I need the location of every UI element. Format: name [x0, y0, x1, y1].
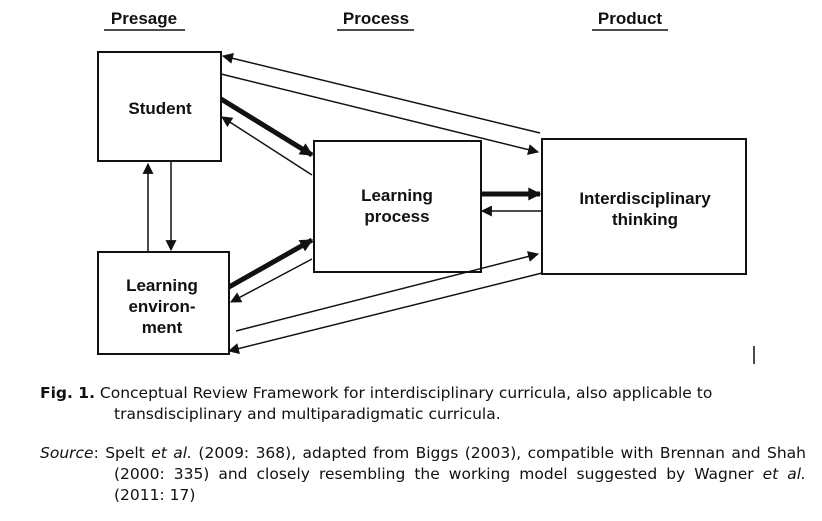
source-note: Source: Spelt et al. (2009: 368), adapte… [40, 443, 806, 506]
learning-environment-box: Learning environ- ment [97, 251, 230, 355]
column-heading-presage: Presage [104, 9, 185, 31]
svg-text:Presage: Presage [111, 9, 177, 28]
source-text-b: et al. [151, 444, 193, 462]
arrow-student-to-process [219, 96, 314, 158]
source-text-d: et al. [762, 465, 806, 483]
figure-caption: Fig. 1. Conceptual Review Framework for … [40, 383, 806, 425]
svg-text:Learning: Learning [126, 276, 198, 295]
arrow-environment-to-thinking [235, 251, 540, 332]
arrow-process-to-student [221, 116, 313, 176]
arrow-student-to-thinking [220, 73, 540, 155]
column-heading-process: Process [337, 9, 414, 31]
figure-caption-text: Conceptual Review Framework for interdis… [99, 384, 713, 423]
arrow-environment-to-process [227, 237, 314, 290]
svg-text:environ-: environ- [128, 297, 195, 316]
student-box: Student [97, 51, 222, 162]
arrow-thinking-to-student [221, 52, 541, 134]
source-text-e: (2011: 17) [114, 486, 196, 504]
svg-text:process: process [364, 207, 429, 226]
arrow-process-to-environment [230, 258, 313, 303]
svg-text:Learning: Learning [361, 186, 433, 205]
source-text-a: : Spelt [93, 444, 152, 462]
svg-text:ment: ment [142, 318, 183, 337]
column-heading-product: Product [592, 9, 668, 31]
interdisciplinary-thinking-box: Interdisciplinary thinking [541, 138, 747, 275]
figure-label: Fig. 1. [40, 384, 95, 402]
learning-process-box: Learning process [313, 140, 482, 273]
svg-text:Product: Product [598, 9, 663, 28]
svg-text:Student: Student [128, 99, 192, 118]
svg-text:Interdisciplinary: Interdisciplinary [579, 189, 711, 208]
svg-text:thinking: thinking [612, 210, 678, 229]
source-text-c: (2009: 368), adapted from Biggs (2003), … [114, 444, 806, 483]
source-label: Source [40, 444, 94, 462]
svg-text:Process: Process [343, 9, 409, 28]
arrow-thinking-to-environment [227, 272, 543, 354]
